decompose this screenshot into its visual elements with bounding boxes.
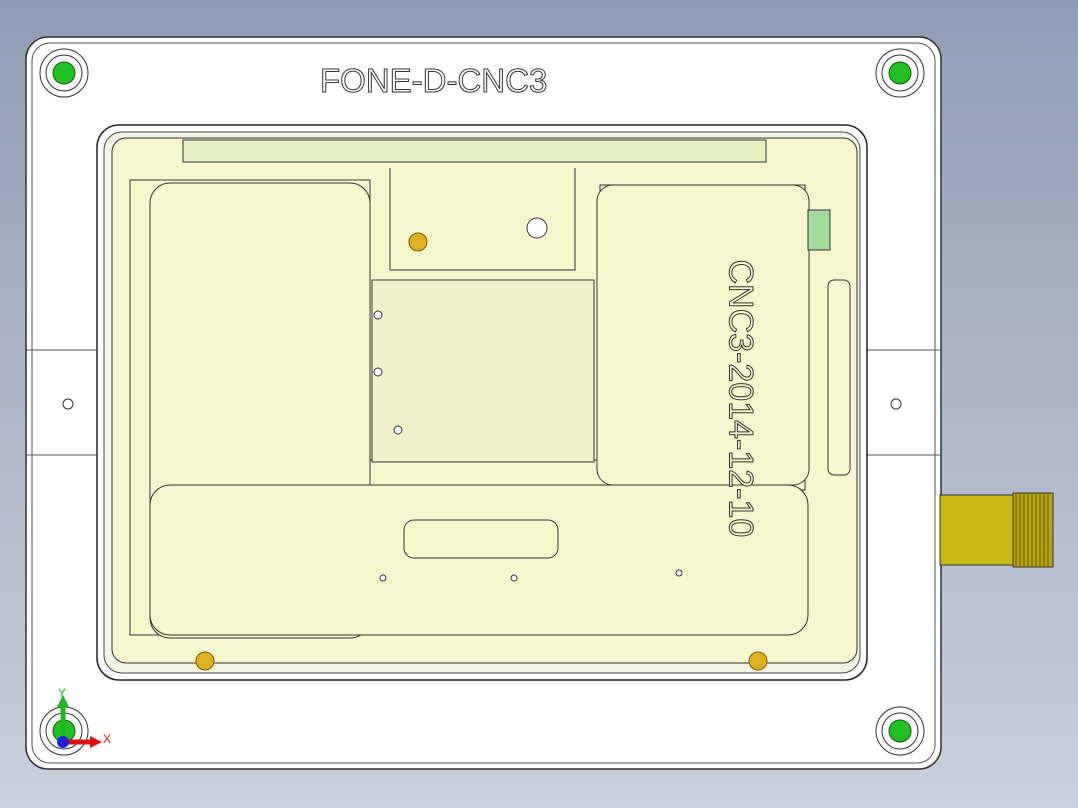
- corner-screws: [39, 48, 925, 756]
- phone-part: [111, 137, 858, 664]
- part-engraving: CNC3-2014-12-10: [721, 259, 760, 538]
- threaded-fitting: [939, 492, 1054, 568]
- y-axis-label: Y: [58, 686, 67, 700]
- plate-label: FONE-D-CNC3: [319, 62, 548, 100]
- x-axis-label: X: [103, 732, 112, 746]
- locating-pins: [195, 232, 768, 671]
- axis-triad: [57, 695, 102, 748]
